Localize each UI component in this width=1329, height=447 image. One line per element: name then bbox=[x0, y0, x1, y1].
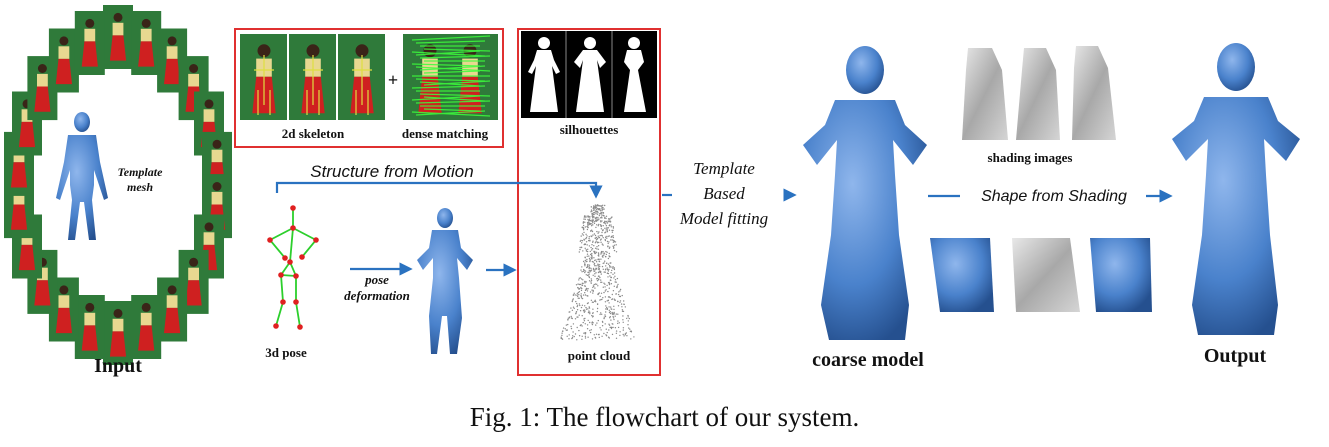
input-frame bbox=[48, 28, 79, 93]
input-frames-ring bbox=[4, 5, 232, 365]
coarse-model-label: coarse model bbox=[812, 349, 924, 371]
skeleton-matching-frame bbox=[234, 28, 504, 148]
output-model bbox=[1172, 43, 1300, 335]
template-mesh bbox=[56, 112, 108, 240]
plus-sign: + bbox=[388, 70, 398, 90]
dense-matching-image bbox=[403, 34, 498, 120]
silhouettes-label: silhouettes bbox=[560, 122, 619, 137]
template-mesh-label-2: mesh bbox=[127, 180, 153, 194]
output-label: Output bbox=[1204, 345, 1267, 367]
tbm-label-1: Template bbox=[693, 159, 755, 178]
input-frame bbox=[103, 301, 133, 365]
sfm-connector bbox=[275, 181, 603, 199]
shading-detail-images bbox=[930, 238, 1152, 312]
shading-images-label: shading images bbox=[988, 150, 1073, 165]
pose-deformation-label-2: deformation bbox=[344, 288, 410, 303]
skeleton-2d-label: 2d skeleton bbox=[282, 126, 345, 141]
shading-images-top bbox=[962, 46, 1116, 140]
tbm-label-3: Model fitting bbox=[679, 209, 768, 228]
tbm-label-2: Based bbox=[703, 184, 745, 203]
silhouettes-image bbox=[521, 31, 657, 118]
deformed-mesh bbox=[417, 208, 473, 354]
input-frame bbox=[103, 5, 133, 69]
pose-3d-skeleton bbox=[267, 205, 319, 330]
input-label: Input bbox=[94, 355, 142, 377]
coarse-model bbox=[803, 46, 927, 340]
input-frame bbox=[74, 295, 105, 359]
silhouette-pointcloud-frame bbox=[517, 28, 661, 376]
point-cloud-image bbox=[560, 204, 635, 341]
pose-3d-label: 3d pose bbox=[265, 345, 307, 360]
input-frame bbox=[131, 11, 162, 75]
skeleton-frames bbox=[240, 34, 385, 120]
pose-deformation-label-1: pose bbox=[364, 272, 389, 287]
input-frame bbox=[157, 277, 188, 342]
input-frame bbox=[74, 11, 105, 75]
sfs-label: Shape from Shading bbox=[981, 188, 1127, 205]
figure-caption: Fig. 1: The flowchart of our system. bbox=[469, 402, 860, 432]
input-frame bbox=[131, 295, 162, 359]
point-cloud-label: point cloud bbox=[568, 348, 631, 363]
dense-matching-label: dense matching bbox=[402, 126, 489, 141]
template-mesh-label-1: Template bbox=[118, 165, 164, 179]
sfm-label: Structure from Motion bbox=[310, 162, 473, 181]
